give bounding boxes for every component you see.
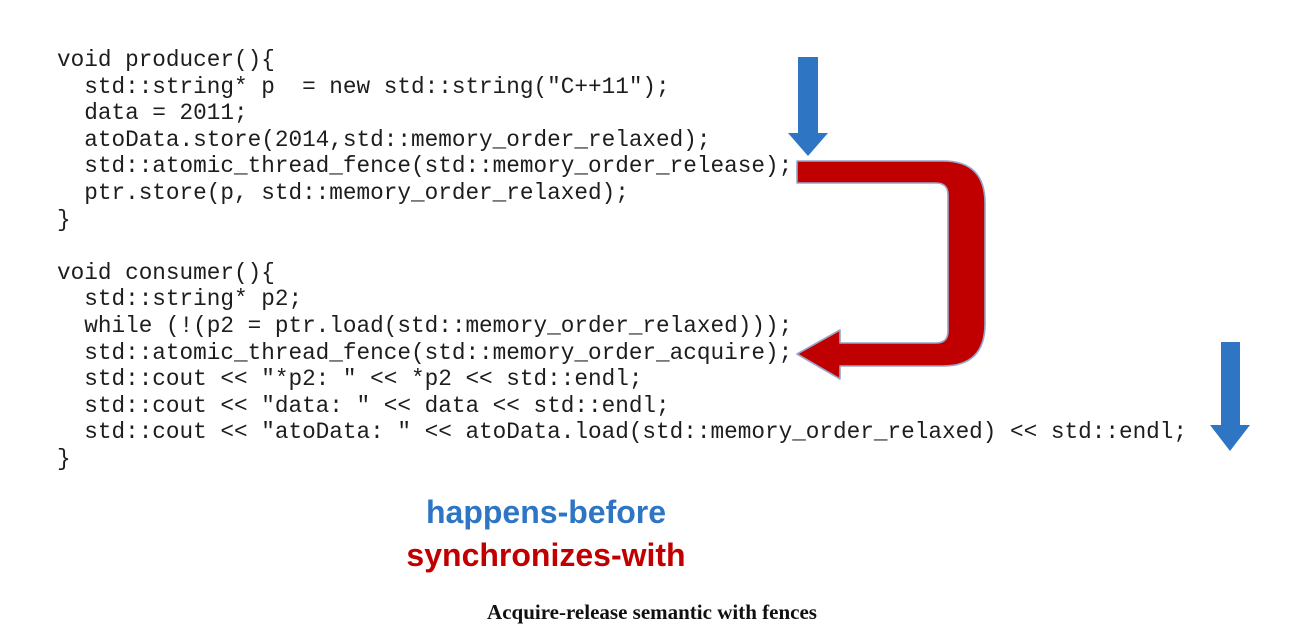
legend: happens-before synchronizes-with [368,491,724,577]
cpp-code-block: void producer(){ std::string* p = new st… [57,47,1188,472]
happens-before-arrow-consumer-icon [1210,342,1250,451]
figure-caption: Acquire-release semantic with fences [487,600,817,624]
legend-synchronizes-with: synchronizes-with [406,537,686,573]
legend-happens-before: happens-before [425,494,667,530]
